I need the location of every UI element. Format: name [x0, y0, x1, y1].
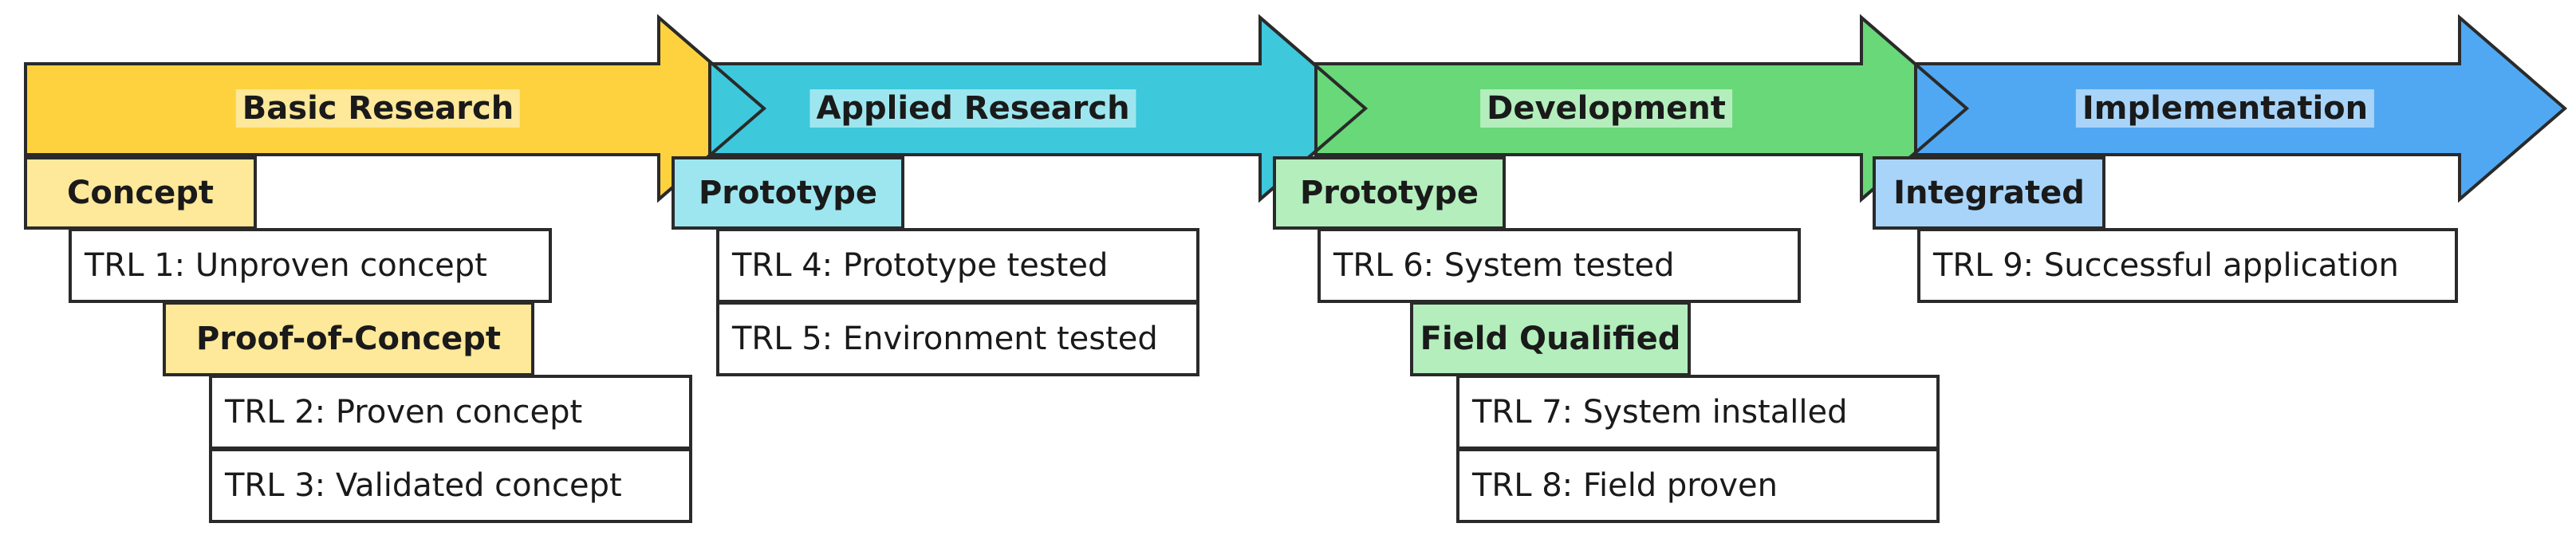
- phase-label-applied-research: Applied Research: [809, 89, 1136, 128]
- trl-1-box: TRL 1: Unproven concept: [69, 228, 552, 303]
- trl-4-box: TRL 4: Prototype tested: [716, 228, 1199, 303]
- trl-9-box: TRL 9: Successful application: [1917, 228, 2458, 303]
- trl-3-box: TRL 3: Validated concept: [209, 448, 692, 523]
- arrow-development-overlay: [1314, 14, 1970, 203]
- stage-integrated: Integrated: [1873, 156, 2105, 230]
- phase-label-basic-research: Basic Research: [235, 89, 521, 128]
- stage-proof-of-concept: Proof-of-Concept: [163, 301, 534, 376]
- stage-prototype-development: Prototype: [1273, 156, 1506, 230]
- stage-field-qualified: Field Qualified: [1410, 301, 1691, 376]
- phase-label-development: Development: [1480, 89, 1732, 128]
- trl-8-box: TRL 8: Field proven: [1456, 448, 1940, 523]
- stage-prototype-applied: Prototype: [672, 156, 904, 230]
- arrow-applied-research-overlay: [708, 14, 1369, 203]
- trl-6-box: TRL 6: System tested: [1318, 228, 1801, 303]
- trl-7-box: TRL 7: System installed: [1456, 375, 1940, 450]
- phase-label-implementation: Implementation: [2075, 89, 2375, 128]
- trl-2-box: TRL 2: Proven concept: [209, 375, 692, 450]
- stage-concept: Concept: [24, 156, 257, 230]
- trl-5-box: TRL 5: Environment tested: [716, 301, 1199, 376]
